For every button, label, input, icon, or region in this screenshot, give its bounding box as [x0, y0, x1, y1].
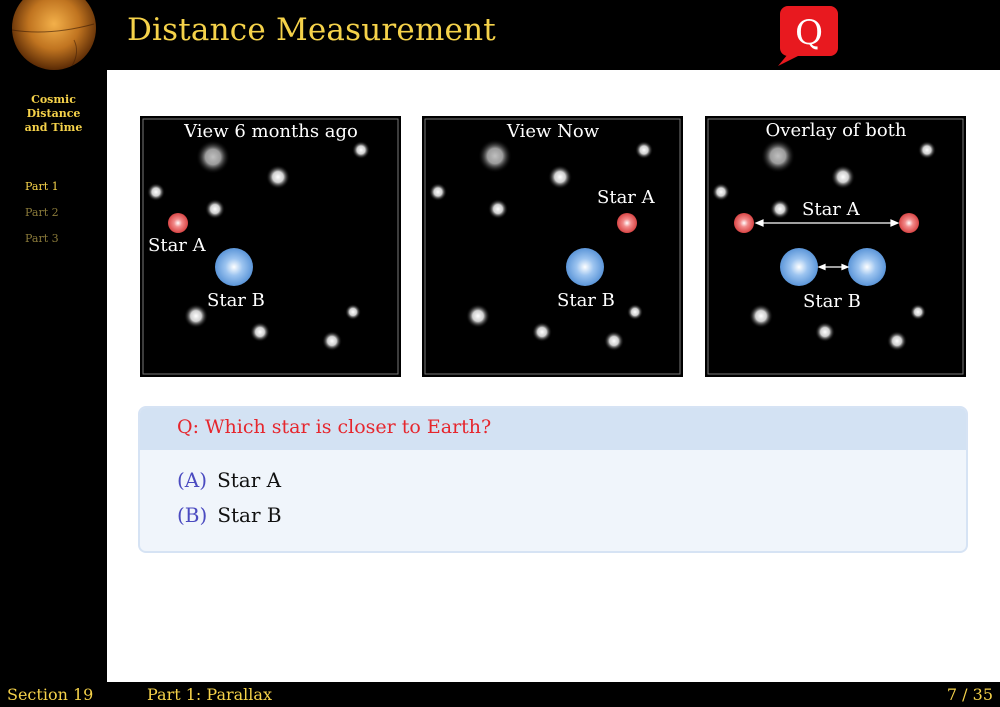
panel-view-now: View Now Star A Star B: [422, 116, 683, 377]
panel-2-star-a-label: Star A: [597, 187, 656, 208]
panel-2-title: View Now: [506, 121, 600, 142]
panel-1-star-b-label: Star B: [207, 290, 265, 311]
option-a-text: Star A: [217, 468, 282, 492]
panel-1-title: View 6 months ago: [183, 121, 358, 142]
option-b-letter: (B): [177, 503, 208, 527]
sun-eclipse-logo: [10, 0, 96, 70]
question-badge-label: Q: [795, 13, 823, 53]
panel-3-title: Overlay of both: [766, 120, 907, 141]
sidebar-item-part-2[interactable]: Part 2: [25, 206, 59, 219]
footer-bar: Section 19 Part 1: Parallax 7 / 35: [0, 682, 1000, 707]
panel-3-star-b-label: Star B: [803, 291, 861, 312]
question-badge: Q: [774, 4, 840, 68]
panel-view-6-months-ago: View 6 months ago Star A Star B: [140, 116, 401, 377]
panel-overlay-of-both: Overlay of both Star A Star B: [705, 116, 966, 377]
sidebar-item-part-1[interactable]: Part 1: [25, 180, 59, 193]
header-bar: Distance Measurement Q: [0, 0, 1000, 70]
panel-1-star-a-label: Star A: [148, 235, 207, 256]
footer-section[interactable]: Section 19: [7, 685, 94, 704]
question-prompt: Q: Which star is closer to Earth?: [177, 416, 492, 438]
panel-2-star-b-label: Star B: [557, 290, 615, 311]
question-header: Q: Which star is closer to Earth?: [140, 408, 966, 450]
sidebar-title: Cosmic Distance and Time: [24, 93, 83, 134]
panel-3-star-a-label: Star A: [802, 199, 861, 220]
option-a-letter: (A): [177, 468, 208, 492]
option-b[interactable]: (B) Star B: [177, 503, 282, 527]
star-a-shift-arrow: [754, 219, 900, 227]
option-a[interactable]: (A) Star A: [177, 468, 281, 492]
star-b-shift-arrow: [817, 263, 850, 271]
footer-part[interactable]: Part 1: Parallax: [147, 685, 272, 704]
sidebar: Cosmic Distance and Time Part 1 Part 2 P…: [0, 70, 107, 682]
option-b-text: Star B: [217, 503, 282, 527]
footer-page-number: 7 / 35: [946, 685, 993, 704]
question-box: Q: Which star is closer to Earth? (A) Sta…: [140, 408, 966, 551]
page-title: Distance Measurement: [127, 12, 496, 48]
sidebar-item-part-3[interactable]: Part 3: [25, 232, 59, 245]
